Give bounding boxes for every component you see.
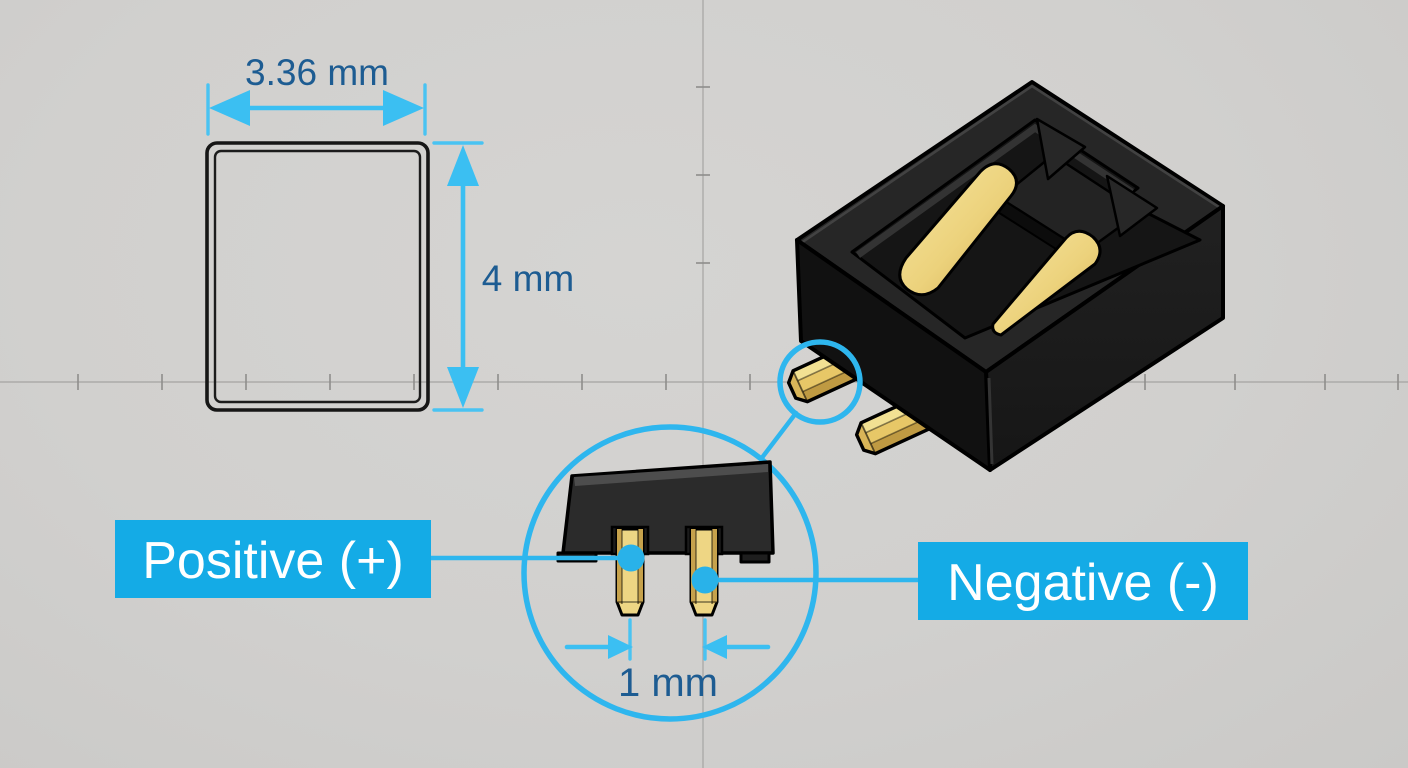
front-edge-highlight [987, 377, 994, 465]
gold-contact-positive [898, 162, 1018, 297]
detail-body-foot-right [739, 551, 771, 564]
top-edge-highlight [800, 84, 1220, 245]
positive-label-box [115, 520, 431, 598]
pitch-arrowhead-left-icon [608, 635, 633, 659]
detail-leader-line [758, 410, 799, 462]
width-dimension: 3.36 mm [206, 52, 427, 136]
negative-label-text: Negative (-) [947, 554, 1219, 612]
pitch-dimension-value: 1 mm [618, 661, 718, 705]
detail-circle [521, 424, 819, 722]
arrowhead-left-icon [209, 90, 250, 126]
housing-cavity [850, 117, 1202, 340]
positive-label: Positive (+) [115, 520, 431, 598]
pitch-dimension: 1 mm [564, 618, 771, 705]
arrowhead-up-icon [447, 145, 479, 186]
height-dimension-value: 4 mm [482, 258, 575, 299]
cavity-ramp-2 [1105, 174, 1159, 238]
gold-contact-negative [991, 229, 1102, 337]
front-view-outer-outline [205, 141, 430, 412]
cavity-ramp-1 [1035, 117, 1087, 181]
detail-pin-positive [615, 527, 645, 617]
front-view-inner-outline [213, 149, 422, 404]
arrowhead-down-icon [447, 367, 479, 408]
width-dimension-value: 3.36 mm [245, 52, 389, 93]
cavity-wall-highlight [855, 123, 1134, 258]
negative-label-box [918, 542, 1248, 620]
pitch-arrowhead-right-icon [702, 635, 727, 659]
negative-label: Negative (-) [918, 542, 1248, 620]
height-dimension: 4 mm [432, 141, 575, 412]
positive-label-text: Positive (+) [142, 532, 404, 590]
housing-left-face [795, 238, 992, 472]
detail-body-top-highlight [574, 464, 768, 486]
detail-view: 1 mm [428, 424, 921, 722]
pin-highlight-circle [777, 339, 863, 425]
connector-3d-view [783, 80, 1225, 472]
arrowhead-right-icon [383, 90, 424, 126]
positive-pin-dot [617, 544, 645, 572]
front-view: 3.36 mm 4 mm [205, 52, 575, 412]
negative-pin-dot [691, 566, 719, 594]
grid-ticks-vertical [696, 86, 710, 264]
